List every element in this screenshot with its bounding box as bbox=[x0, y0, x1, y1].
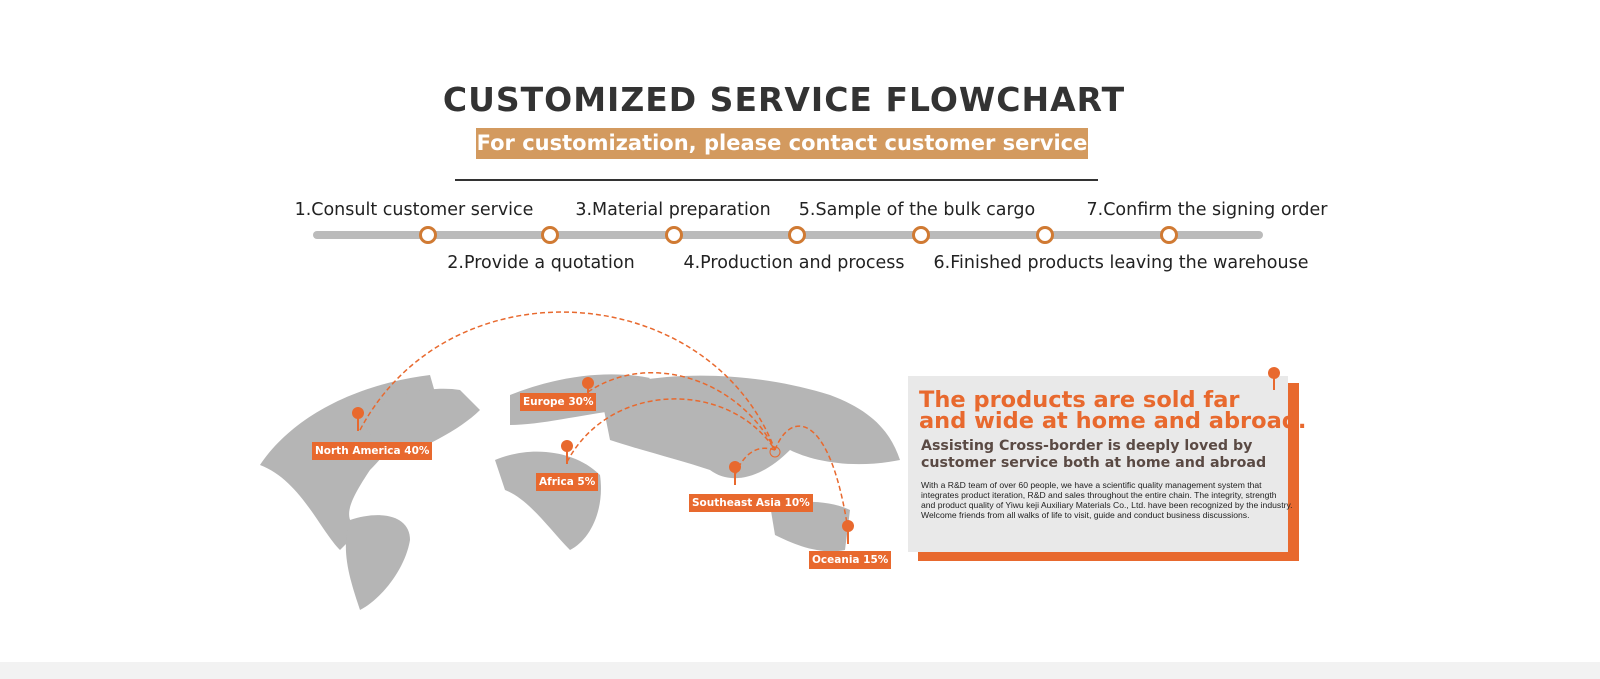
step-label: 7.Confirm the signing order bbox=[1086, 200, 1328, 220]
step-label: 5.Sample of the bulk cargo bbox=[798, 200, 1036, 220]
panel-subheading: Assisting Cross-border is deeply loved b… bbox=[921, 438, 1266, 472]
world-map bbox=[260, 311, 900, 610]
step-marker bbox=[1036, 226, 1054, 244]
panel-body: With a R&D team of over 60 people, we ha… bbox=[921, 480, 1293, 520]
step-marker bbox=[665, 226, 683, 244]
region-tag-oceania: Oceania 15% bbox=[809, 551, 892, 569]
contact-banner: For customization, please contact custom… bbox=[476, 128, 1088, 159]
info-panel bbox=[908, 376, 1288, 552]
step-marker bbox=[419, 226, 437, 244]
footer-strip bbox=[0, 662, 1600, 679]
step-label: 1.Consult customer service bbox=[294, 200, 534, 220]
page-title: CUSTOMIZED SERVICE FLOWCHART bbox=[442, 80, 1126, 119]
headline-line-1: The products are sold far bbox=[919, 387, 1240, 413]
step-marker bbox=[541, 226, 559, 244]
subheading-line-1: Assisting Cross-border is deeply loved b… bbox=[921, 438, 1253, 454]
divider bbox=[455, 179, 1098, 181]
step-label: 4.Production and process bbox=[683, 253, 905, 273]
region-tag-southeast-asia: Southeast Asia 10% bbox=[689, 494, 813, 512]
step-label: 2.Provide a quotation bbox=[447, 253, 635, 273]
panel-headline: The products are sold far and wide at ho… bbox=[919, 387, 1307, 434]
step-label: 3.Material preparation bbox=[575, 200, 771, 220]
headline-line-2: and wide at home and abroad. bbox=[919, 408, 1307, 434]
step-marker bbox=[1160, 226, 1178, 244]
step-label: 6.Finished products leaving the warehous… bbox=[933, 253, 1309, 273]
region-tag-north-america: North America 40% bbox=[312, 442, 433, 460]
step-marker bbox=[788, 226, 806, 244]
region-tag-africa: Africa 5% bbox=[536, 473, 599, 491]
step-marker bbox=[912, 226, 930, 244]
subheading-line-2: customer service both at home and abroad bbox=[921, 455, 1267, 471]
region-tag-europe: Europe 30% bbox=[520, 393, 597, 411]
map-pin-icon bbox=[1268, 367, 1280, 390]
